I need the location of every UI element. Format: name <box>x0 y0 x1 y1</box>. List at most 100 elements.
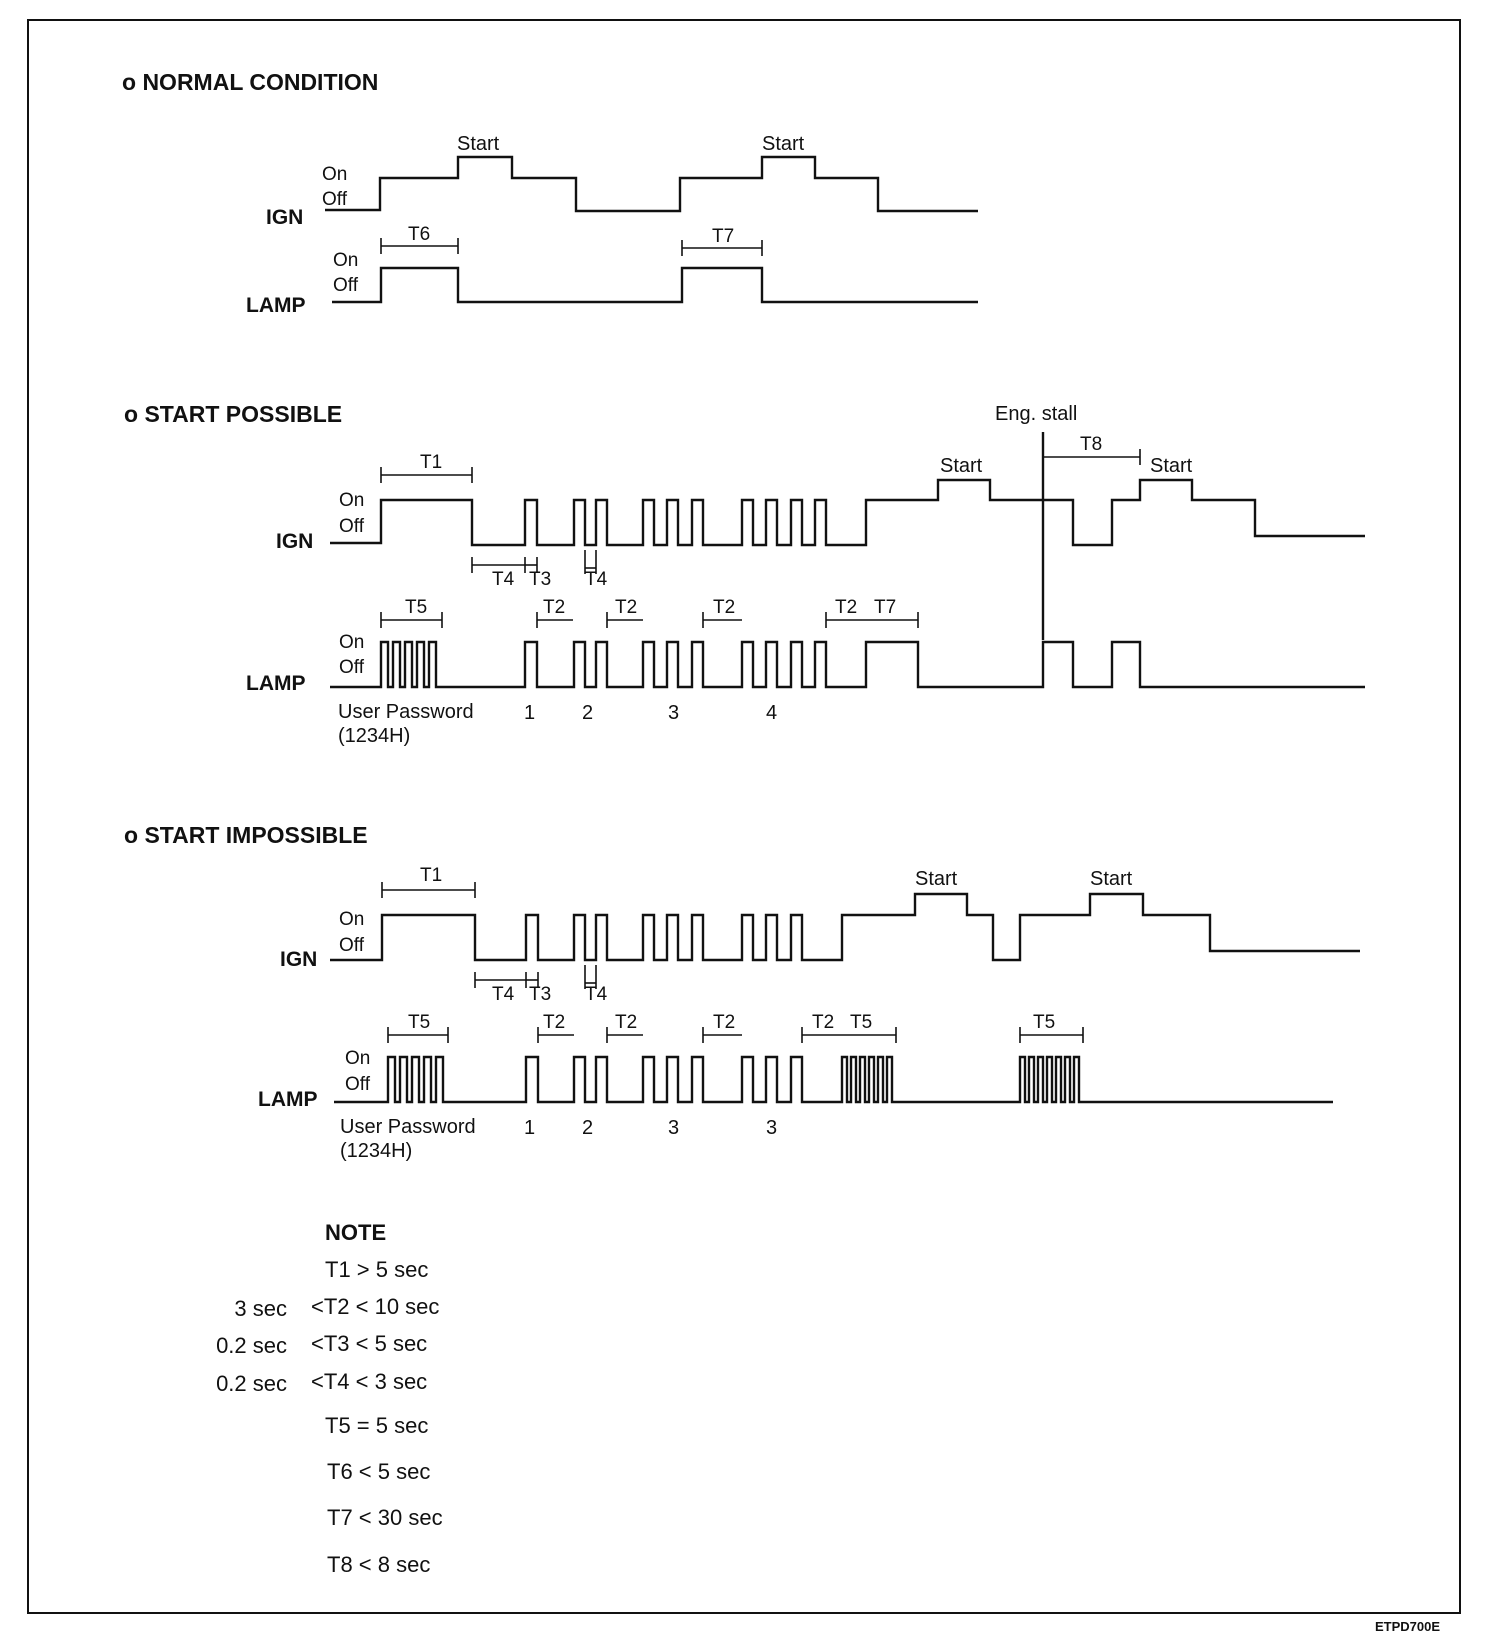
t2-label: T2 <box>713 597 735 618</box>
start-label: Start <box>762 133 805 155</box>
t2-dimension-arrow <box>702 612 742 628</box>
t5-dimension-arrow <box>1019 1027 1084 1043</box>
t4-label: T4 <box>492 569 515 590</box>
t6-label: T6 <box>408 224 430 245</box>
t2-label: T2 <box>713 1012 735 1033</box>
t2-label: T2 <box>615 597 637 618</box>
lamp-on-label: On <box>333 250 358 271</box>
note-row-min: 0.2 sec <box>216 1371 287 1396</box>
ign-off-label: Off <box>339 516 365 537</box>
t2-dimension-arrow <box>702 1027 742 1043</box>
t2-label: T2 <box>835 597 857 618</box>
note-row-expr: T6 < 5 sec <box>327 1459 430 1484</box>
section-impossible: o START IMPOSSIBLE T1 Start Start On Off… <box>124 822 1360 1162</box>
lamp-label: LAMP <box>246 672 306 695</box>
t2-dimension-arrow <box>606 612 643 628</box>
note-block: NOTE T1 > 5 sec 3 sec <T2 < 10 sec 0.2 s… <box>216 1220 443 1577</box>
section-title-normal: o NORMAL CONDITION <box>122 69 378 95</box>
t3-label: T3 <box>529 984 551 1005</box>
user-password-label: User Password <box>338 701 474 723</box>
ign-on-label: On <box>322 164 347 185</box>
ign-label: IGN <box>276 530 313 553</box>
t1-dimension-arrow <box>381 882 476 898</box>
password-digit: 3 <box>766 1117 777 1139</box>
figure-id: ETPD700E <box>1375 1619 1440 1634</box>
t2-label: T2 <box>543 597 565 618</box>
ign-label: IGN <box>266 206 303 229</box>
t1-label: T1 <box>420 865 442 886</box>
ign-on-label: On <box>339 909 364 930</box>
frame-border <box>27 19 1461 1614</box>
start-label: Start <box>915 868 958 890</box>
note-row-expr: <T2 < 10 sec <box>311 1294 439 1319</box>
t4-label: T4 <box>585 569 608 590</box>
section-normal: o NORMAL CONDITION On Off IGN Start Star… <box>122 69 978 317</box>
t2-label: T2 <box>543 1012 565 1033</box>
t6-dimension-arrow <box>380 238 459 254</box>
t8-label: T8 <box>1080 434 1102 455</box>
note-row-min: 3 sec <box>234 1296 287 1321</box>
t2-dimension-arrow <box>536 612 573 628</box>
t2-dimension-arrow <box>537 1027 574 1043</box>
t4-label: T4 <box>585 984 608 1005</box>
t5-dimension-arrow <box>387 1027 449 1043</box>
t7-dimension-arrow <box>681 240 763 256</box>
lamp-off-label: Off <box>333 275 359 296</box>
t7-label: T7 <box>874 597 896 618</box>
note-row-expr: T1 > 5 sec <box>325 1257 428 1282</box>
t1-dimension-arrow <box>380 467 473 483</box>
password-digit: 1 <box>524 1117 535 1139</box>
note-row-expr: <T3 < 5 sec <box>311 1331 427 1356</box>
t5-dimension-arrow <box>842 1027 897 1043</box>
t2-dimension-arrow <box>801 1027 842 1043</box>
password-digit: 4 <box>766 702 777 724</box>
note-row-expr: T8 < 8 sec <box>327 1552 430 1577</box>
section-title-possible: o START POSSIBLE <box>124 401 342 427</box>
password-digit: 2 <box>582 702 593 724</box>
lamp-on-label: On <box>345 1048 370 1069</box>
lamp-waveform <box>332 266 978 304</box>
t3-dimension-arrow <box>526 972 539 988</box>
password-digit: 1 <box>524 702 535 724</box>
user-password-label: User Password <box>340 1116 476 1138</box>
t2-label: T2 <box>615 1012 637 1033</box>
t5-label: T5 <box>408 1012 430 1033</box>
note-row-expr: <T4 < 3 sec <box>311 1369 427 1394</box>
t4-label: T4 <box>492 984 515 1005</box>
password-digit: 3 <box>668 702 679 724</box>
ign-off-label: Off <box>339 935 365 956</box>
section-title-impossible: o START IMPOSSIBLE <box>124 822 368 848</box>
ign-off-label: Off <box>322 189 348 210</box>
t5-label: T5 <box>405 597 427 618</box>
ign-label: IGN <box>280 948 317 971</box>
note-title: NOTE <box>325 1220 386 1245</box>
password-digit: 3 <box>668 1117 679 1139</box>
t2-label: T2 <box>812 1012 834 1033</box>
lamp-label: LAMP <box>246 294 306 317</box>
t3-dimension-arrow <box>525 557 538 573</box>
t2-dimension-arrow <box>825 612 866 628</box>
start-label: Start <box>1090 868 1133 890</box>
t5-label: T5 <box>1033 1012 1055 1033</box>
t4-dimension-arrow <box>584 965 597 989</box>
t8-dimension-arrow <box>1043 449 1141 465</box>
ign-waveform <box>330 478 1365 547</box>
lamp-waveform <box>334 1055 1333 1104</box>
note-row-expr: T5 = 5 sec <box>325 1413 428 1438</box>
lamp-off-label: Off <box>339 657 365 678</box>
password-value: (1234H) <box>340 1140 412 1162</box>
t2-dimension-arrow <box>606 1027 643 1043</box>
t1-label: T1 <box>420 452 442 473</box>
t7-dimension-arrow <box>866 612 919 628</box>
lamp-label: LAMP <box>258 1088 318 1111</box>
t4-dimension-arrow <box>584 550 597 574</box>
lamp-waveform <box>330 640 1365 689</box>
password-digit: 2 <box>582 1117 593 1139</box>
ign-on-label: On <box>339 490 364 511</box>
note-row-expr: T7 < 30 sec <box>327 1505 443 1530</box>
ign-waveform <box>330 892 1360 962</box>
t5-label: T5 <box>850 1012 872 1033</box>
start-label: Start <box>457 133 500 155</box>
t3-label: T3 <box>529 569 551 590</box>
